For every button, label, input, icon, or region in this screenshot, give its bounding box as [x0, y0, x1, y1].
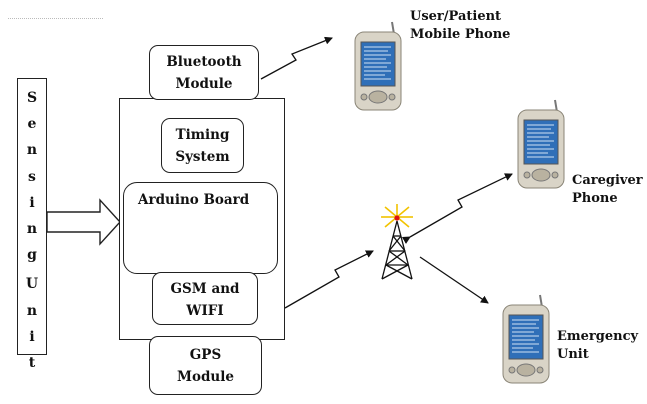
phone-body [517, 99, 565, 189]
timing-system-label-line2: System [175, 149, 230, 165]
mobile-phone-icon [517, 99, 565, 189]
sensing-unit-letter: U [25, 276, 39, 293]
cell-tower-icon [381, 204, 413, 280]
bluetooth-module-label-line1: Bluetooth [166, 54, 242, 70]
lightning-arrow-icon [284, 250, 374, 309]
sensing-unit-letter: i [29, 328, 35, 345]
arduino-board-box: Arduino Board [123, 182, 278, 274]
timing-system-box: Timing System [161, 118, 244, 173]
emergency-unit-label: Emergency Unit [557, 328, 638, 364]
sensing-unit-letter: s [28, 168, 36, 185]
mobile-phone-icon [354, 21, 402, 111]
sensing-unit-letter: i [29, 194, 35, 211]
sensing-unit-letter: n [26, 221, 38, 238]
sensing-unit-letter: g [27, 247, 37, 264]
user-phone-label-line2: Mobile Phone [410, 27, 511, 42]
sensing-unit-letter: t [28, 355, 36, 372]
stray-marks [8, 18, 103, 20]
block-arrow-icon [46, 198, 121, 246]
caregiver-phone-label: Caregiver Phone [572, 172, 643, 208]
user-phone-label-line1: User/Patient [410, 9, 502, 24]
mobile-phone-icon [502, 294, 550, 384]
sensing-unit-letter: e [27, 116, 37, 133]
caregiver-phone-label-line2: Phone [572, 191, 618, 206]
caregiver-phone-label-line1: Caregiver [572, 173, 643, 188]
bluetooth-module-box: Bluetooth Module [149, 45, 259, 100]
gsm-wifi-label-line2: WIFI [186, 303, 224, 319]
sensing-unit-letter: n [26, 302, 38, 319]
gps-module-box: GPS Module [149, 336, 262, 395]
arrow-line [419, 256, 489, 304]
lightning-arrow-icon [260, 36, 333, 80]
bluetooth-module-label-line2: Module [175, 76, 233, 92]
phone-body [354, 21, 402, 111]
gsm-wifi-label-line1: GSM and [170, 281, 240, 297]
timing-system-label-line1: Timing [175, 127, 230, 143]
arduino-board-label: Arduino Board [138, 192, 250, 208]
sensing-unit-box: S e n s i n g U n i t [17, 78, 47, 371]
phone-body [502, 294, 550, 384]
lightning-arrow-icon [401, 173, 513, 244]
sensing-unit-letter: n [26, 142, 38, 159]
gps-module-label-line1: GPS [189, 347, 222, 363]
sensing-unit-letter: S [26, 90, 38, 106]
gps-module-label-line2: Module [177, 369, 234, 385]
emergency-unit-label-line1: Emergency [557, 329, 639, 344]
gsm-wifi-box: GSM and WIFI [152, 272, 258, 325]
emergency-unit-label-line2: Unit [557, 347, 589, 362]
user-phone-label: User/Patient Mobile Phone [410, 8, 510, 44]
